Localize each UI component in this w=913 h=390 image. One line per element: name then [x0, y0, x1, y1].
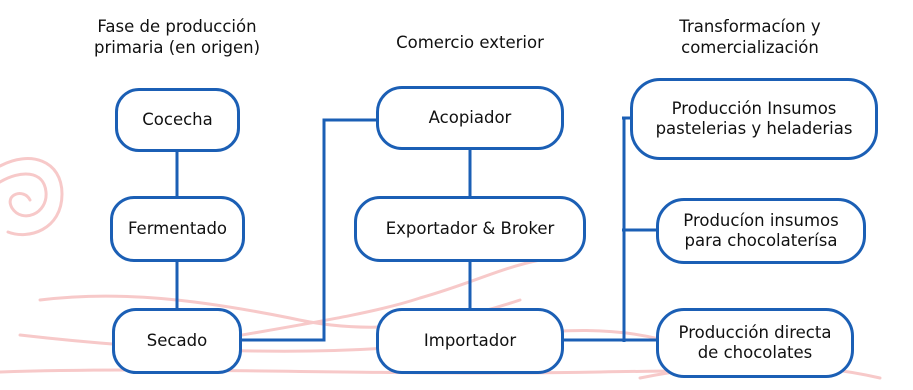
- node-produccion-directa: Producción directa de chocolates: [656, 308, 854, 378]
- column-title-trade: Comercio exterior: [396, 33, 544, 52]
- node-insumos-chocolateria: Producíon insumos para chocolaterísa: [656, 198, 866, 264]
- node-exportador-broker: Exportador & Broker: [354, 196, 586, 262]
- column-title-transform: Transformacíon y comercialización: [679, 17, 821, 57]
- node-importador: Importador: [376, 308, 564, 374]
- node-fermentado: Fermentado: [110, 196, 245, 262]
- node-insumos-pasteleria: Producción Insumos pastelerias y helader…: [630, 78, 878, 160]
- node-acopiador: Acopiador: [376, 86, 564, 150]
- node-cosecha: Cocecha: [115, 88, 240, 152]
- column-title-primary: Fase de producción primaria (en origen): [93, 17, 261, 57]
- node-secado: Secado: [112, 308, 242, 374]
